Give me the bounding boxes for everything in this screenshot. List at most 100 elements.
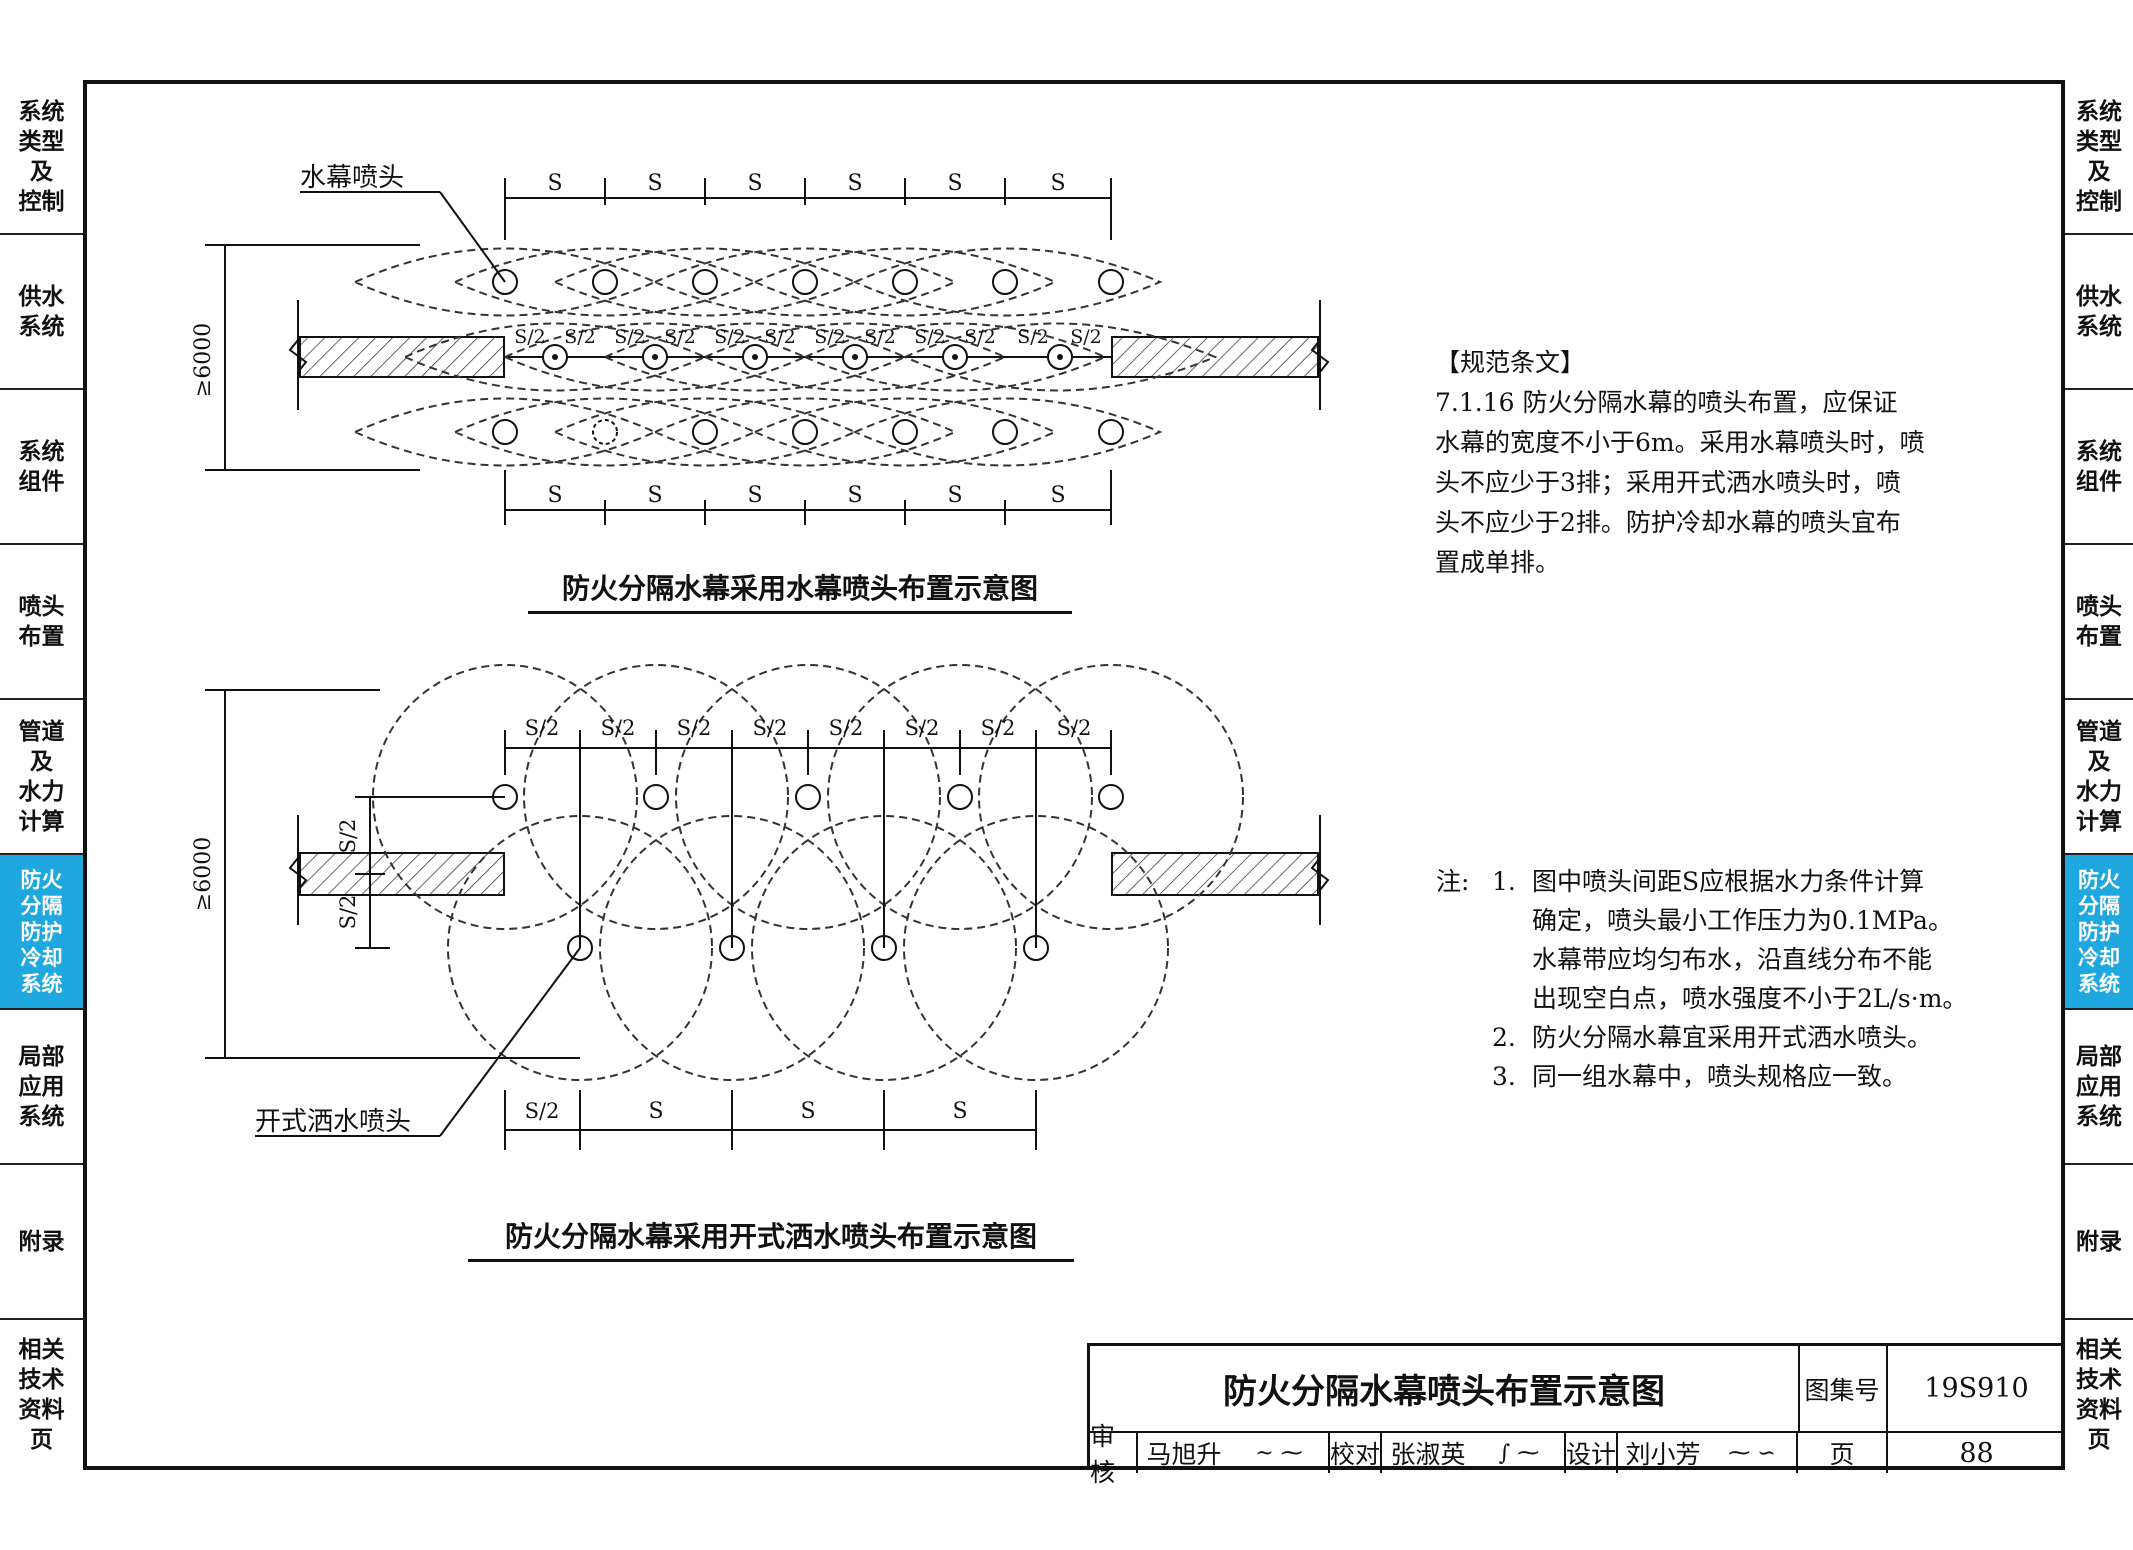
dimension-height-1: [205, 244, 420, 471]
dimension-bottom-1: [504, 470, 1112, 525]
dim-s-label: S: [747, 171, 762, 196]
dim-half-label: S/2: [677, 716, 712, 740]
dim-s-label: S: [1050, 171, 1065, 196]
note-number: 3.: [1492, 1062, 1516, 1091]
dim-half-label: S/2: [714, 326, 746, 348]
dim-s-label: S: [1050, 483, 1065, 508]
sidebar-left: 系统 类型 及 控制 供水 系统 系统 组件 喷头 布置 管道 及 水力 计算 …: [0, 80, 83, 1470]
title-block: 防火分隔水幕喷头布置示意图 图集号 19S910 审核 马旭升 ~ ⁓ 校对 张…: [1087, 1343, 2065, 1487]
atlas-label: 图集号: [1798, 1346, 1888, 1431]
sidebar-item-system-types[interactable]: 系统 类型 及 控制: [0, 80, 83, 235]
dim-half-label: S/2: [814, 326, 846, 348]
dim-s-label: S: [647, 171, 662, 196]
diagram1-caption: 防火分隔水幕采用水幕喷头布置示意图: [528, 567, 1072, 614]
wall-right-2: [1111, 815, 1330, 925]
nozzle-row-middle-dots: [552, 354, 1063, 360]
dim-half-labels-2: S/2 S/2 S/2 S/2 S/2 S/2 S/2 S/2: [525, 716, 1092, 740]
dimension-vertical-2: [355, 796, 505, 949]
wall-right-1: [1111, 300, 1330, 410]
note-line: 出现空白点，喷水强度不小于2L/s·m。: [1532, 984, 1968, 1013]
atlas-number: 19S910: [1924, 1373, 2029, 1404]
callout-label: 水幕喷头: [300, 163, 404, 193]
dim-half-label: S/2: [514, 326, 546, 348]
sidebar-item-piping[interactable]: 管道 及 水力 计算: [0, 700, 83, 855]
dim-half-label: S/2: [525, 716, 560, 740]
review-label: 审核: [1090, 1422, 1138, 1487]
dim-half-label: S/2: [864, 326, 896, 348]
sidebar-item-related-docs[interactable]: 相关 技术 资料 页: [2076, 1337, 2122, 1453]
dim-half-label: S/2: [981, 716, 1016, 740]
nozzle-row-top: [492, 269, 1124, 295]
nozzle-row-bottom: [492, 419, 1124, 445]
sidebar-item-components[interactable]: 系统 组件: [0, 390, 83, 545]
note-number: 1.: [1492, 867, 1516, 896]
dim-half-label: S/2: [601, 716, 636, 740]
dim-half-label: S/2: [753, 716, 788, 740]
spec-line: 7.1.16 防火分隔水幕的喷头布置，应保证: [1435, 388, 1898, 417]
check-label: 校对: [1330, 1433, 1382, 1473]
note-item: 注: 1. 图中喷头间距S应根据水力条件计算: [1436, 862, 1996, 901]
dim-half-labels-1: S/2 S/2 S/2 S/2 S/2 S/2 S/2 S/2 S/2 S/2 …: [514, 326, 1102, 348]
sidebar-item-fire-separation[interactable]: 防火 分隔 防护 冷却 系统: [2065, 855, 2133, 1010]
note-item: 3. 同一组水幕中，喷头规格应一致。: [1436, 1057, 1996, 1096]
sidebar-item-appendix[interactable]: 附录: [0, 1165, 83, 1320]
dim-half-label: S/2: [964, 326, 996, 348]
note-line: 防火分隔水幕宜采用开式洒水喷头。: [1532, 1023, 1933, 1052]
dim-half-label: S/2: [525, 1099, 560, 1123]
dimension-height-2: [205, 689, 580, 1059]
dim-half-label: S/2: [914, 326, 946, 348]
drawing-title: 防火分隔水幕喷头布置示意图: [1090, 1346, 1800, 1431]
design-name: 刘小芳: [1625, 1440, 1701, 1469]
sidebar-item-fire-separation[interactable]: 防火 分隔 防护 冷却 系统: [0, 855, 83, 1010]
note-number: 2.: [1492, 1023, 1516, 1052]
dimension-bottom-2: [504, 1090, 1037, 1150]
page-number: 88: [1959, 1437, 1994, 1469]
sidebar-item-sprinkler-layout[interactable]: 喷头 布置: [0, 545, 83, 700]
dim-half-label: S/2: [336, 895, 360, 930]
height-label: ≥6000: [191, 837, 216, 911]
notes: 注: 1. 图中喷头间距S应根据水力条件计算 确定，喷头最小工作压力为0.1MP…: [1436, 862, 1996, 1096]
dim-half-label: S/2: [905, 716, 940, 740]
spec-clause: 【规范条文】 7.1.16 防火分隔水幕的喷头布置，应保证 水幕的宽度不小于6m…: [1435, 343, 1955, 583]
dim-half-label: S/2: [1057, 716, 1092, 740]
spec-line: 置成单排。: [1435, 548, 1561, 577]
sidebar-item-local-application[interactable]: 局部 应用 系统: [0, 1010, 83, 1165]
sidebar-item-appendix[interactable]: 附录: [2065, 1165, 2133, 1320]
sidebar-item-water-supply[interactable]: 供水 系统: [2065, 235, 2133, 390]
sidebar-item-sprinkler-layout[interactable]: 喷头 布置: [2065, 545, 2133, 700]
dim-s-label: S: [847, 483, 862, 508]
diagram-water-curtain-nozzles: S S S S S S S/2 S/2 S/2 S/2 S/2 S/2 S/2 …: [191, 163, 1330, 525]
wall-left-2: [288, 815, 505, 925]
height-label: ≥6000: [191, 323, 216, 397]
dim-s-label: S: [648, 1099, 663, 1124]
sidebar-item-local-application[interactable]: 局部 应用 系统: [2065, 1010, 2133, 1165]
dim-s-label: S: [847, 171, 862, 196]
diagram-open-sprinklers: S/2 S/2 S/2 S/2 S/2 S/2 S/2 S/2 S/2 S/2 …: [191, 664, 1330, 1150]
check-signature: ∫ ⁓: [1474, 1433, 1566, 1473]
dim-half-label: S/2: [829, 716, 864, 740]
dim-half-label: S/2: [1017, 326, 1049, 348]
sidebar-item-water-supply[interactable]: 供水 系统: [0, 235, 83, 390]
note-item: 2. 防火分隔水幕宜采用开式洒水喷头。: [1436, 1018, 1996, 1057]
dim-half-label: S/2: [614, 326, 646, 348]
dim-s-label: S: [647, 483, 662, 508]
sidebar-item-piping[interactable]: 管道 及 水力 计算: [2065, 700, 2133, 855]
note-line: 同一组水幕中，喷头规格应一致。: [1532, 1062, 1908, 1091]
spec-line: 头不应少于2排。防护冷却水幕的喷头宜布: [1435, 508, 1901, 537]
sidebar-item-system-types[interactable]: 系统 类型 及 控制: [2065, 80, 2133, 235]
page-label: 页: [1798, 1433, 1888, 1473]
sidebar-item-related-docs[interactable]: 相关 技术 资料 页: [18, 1337, 65, 1453]
dim-half-label: S/2: [1070, 326, 1102, 348]
nozzle-row-2-top: [492, 784, 1124, 810]
sidebar-right: 系统 类型 及 控制 供水 系统 系统 组件 喷头 布置 管道 及 水力 计算 …: [2065, 80, 2133, 1470]
dim-s-label: S: [947, 171, 962, 196]
signature-row: 审核 马旭升 ~ ⁓ 校对 张淑英 ∫ ⁓ 设计 刘小芳 ⁓ ∽ 页 88: [1090, 1422, 2065, 1487]
spec-heading: 【规范条文】: [1435, 348, 1586, 377]
dim-s-label: S: [547, 483, 562, 508]
dimension-top-1: [504, 178, 1112, 240]
sidebar-item-components[interactable]: 系统 组件: [2065, 390, 2133, 545]
design-label: 设计: [1566, 1433, 1618, 1473]
review-name: 马旭升: [1146, 1440, 1222, 1469]
spray-circles-2: [372, 664, 1244, 1081]
